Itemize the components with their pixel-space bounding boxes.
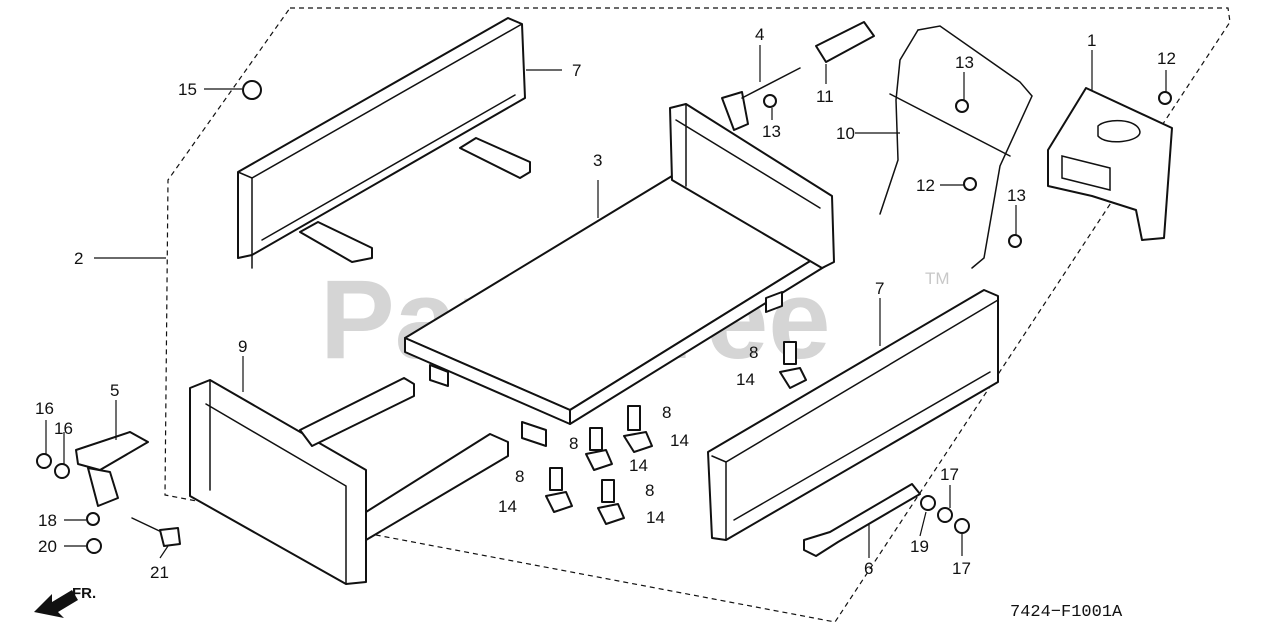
callout-21: 21	[150, 563, 169, 582]
callout-1: 1	[1087, 31, 1096, 50]
callout-14-c: 14	[629, 456, 648, 475]
callout-5: 5	[110, 381, 119, 400]
side-panel-lower[interactable]	[707, 289, 999, 541]
assembly-outline	[164, 7, 1231, 623]
callout-14-a: 14	[736, 370, 755, 389]
callout-7-lower: 7	[875, 279, 884, 298]
callout-8-e: 8	[645, 481, 654, 500]
watermark-trademark: TM	[925, 269, 950, 288]
callout-20: 20	[38, 537, 57, 556]
cover-plate[interactable]	[1047, 87, 1173, 241]
front-arrow-icon	[34, 590, 78, 618]
callout-4: 4	[755, 25, 764, 44]
mount-bracket[interactable]	[75, 431, 149, 507]
callout-7-upper: 7	[572, 61, 581, 80]
callout-15: 15	[178, 80, 197, 99]
callout-11: 11	[816, 87, 834, 106]
small-hardware[interactable]	[36, 80, 1172, 554]
leader-lines	[45, 45, 1167, 559]
callout-18: 18	[38, 511, 57, 530]
cargo-bed[interactable]	[404, 103, 835, 447]
diagram-code: 7424−F1001A	[1010, 603, 1123, 622]
callout-10: 10	[836, 124, 855, 143]
callout-16-a: 16	[35, 399, 54, 418]
callout-13-a: 13	[955, 53, 974, 72]
callout-12-a: 12	[1157, 49, 1176, 68]
carry-handle[interactable]	[879, 25, 1033, 269]
callout-17-a: 17	[940, 465, 959, 484]
bolt[interactable]	[131, 517, 181, 547]
callout-8-a: 8	[749, 343, 758, 362]
callout-labels: 1 2 3 4 5 6 7 7 8 8 8 8 8 9 10 11 12 12 …	[35, 25, 1176, 582]
spring-nut-set[interactable]	[545, 341, 807, 525]
grip[interactable]	[815, 21, 875, 63]
front-direction-label: FR.	[72, 585, 96, 602]
callout-8-b: 8	[662, 403, 671, 422]
callout-2: 2	[74, 249, 83, 268]
callout-9: 9	[238, 337, 247, 356]
callout-8-d: 8	[515, 467, 524, 486]
callout-13-b: 13	[1007, 186, 1026, 205]
callout-13-c: 13	[762, 122, 781, 141]
callout-6: 6	[864, 559, 873, 578]
front-frame[interactable]	[189, 377, 509, 585]
callout-14-d: 14	[498, 497, 517, 516]
callout-14-b: 14	[670, 431, 689, 450]
link-rod[interactable]	[803, 483, 921, 557]
callout-19: 19	[910, 537, 929, 556]
callout-3: 3	[593, 151, 602, 170]
callout-8-c: 8	[569, 434, 578, 453]
callout-16-b: 16	[54, 419, 73, 438]
side-panel-upper[interactable]	[237, 17, 531, 269]
callout-17-b: 17	[952, 559, 971, 578]
callout-14-e: 14	[646, 508, 665, 527]
callout-12-b: 12	[916, 176, 935, 195]
pin-bracket[interactable]	[721, 67, 801, 131]
